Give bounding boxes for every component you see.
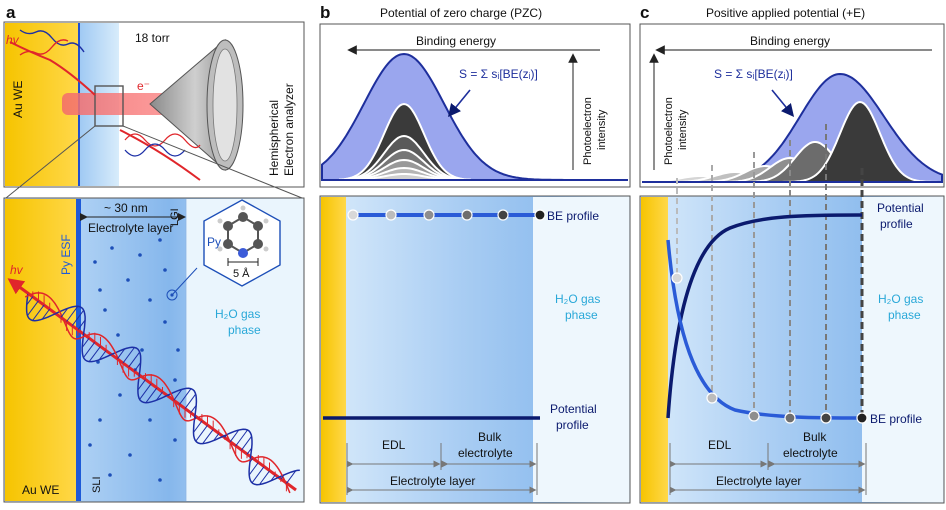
molecule-dot xyxy=(140,348,144,352)
molecule-dot xyxy=(163,268,167,272)
bulk-label-c-2: electrolyte xyxy=(783,446,838,460)
edl-label-b: EDL xyxy=(382,438,406,452)
molecule-dot xyxy=(148,418,152,422)
wave-tick-blue xyxy=(139,375,140,376)
gas-label-a-1: H₂O gas xyxy=(215,307,260,321)
panel-b-letter: b xyxy=(320,3,330,22)
panel-b-profile: BE profile H₂O gas phase Potential profi… xyxy=(320,196,630,503)
be-point-b xyxy=(424,210,434,220)
be-point-b xyxy=(462,210,472,220)
molecule-dot xyxy=(88,443,92,447)
py-esf-label: Py ESF xyxy=(59,234,73,275)
molecule-dot xyxy=(163,320,167,324)
gas-label-b-1: H₂O gas xyxy=(555,292,600,306)
scale-label: 5 Å xyxy=(233,267,250,280)
edl-label-c: EDL xyxy=(708,438,732,452)
analyzer-label-1: Hemispherical xyxy=(267,100,281,176)
potential-label-b-2: profile xyxy=(556,418,589,432)
gas-label-a-2: phase xyxy=(228,323,261,337)
be-profile-label-b: BE profile xyxy=(547,209,599,223)
gas-label-c-1: H₂O gas xyxy=(878,292,923,306)
panel-a-bottom: ~ 30 nm Electrolyte layer LGI Py ESF SLI… xyxy=(4,198,304,502)
molecule-dot xyxy=(118,393,122,397)
formula-b: S = Σ sᵢ[BE(zᵢ)] xyxy=(459,67,538,81)
panel-c-spectrum: Binding energy Photoelectron intensity S… xyxy=(640,24,944,187)
molecule-dot xyxy=(93,260,97,264)
be-point-b xyxy=(348,210,358,220)
molecule-dot xyxy=(108,473,112,477)
gold-electrode-c xyxy=(641,197,668,502)
bulk-label-b-2: electrolyte xyxy=(458,446,513,460)
binding-energy-label-c: Binding energy xyxy=(750,34,830,48)
pressure-label: 18 torr xyxy=(135,31,170,45)
gas-label-b-2: phase xyxy=(565,308,598,322)
potential-label-b-1: Potential xyxy=(550,402,597,416)
be-profile-label-c: BE profile xyxy=(870,412,922,426)
electrolyte-layer-label-c: Electrolyte layer xyxy=(716,474,801,488)
bulk-label-b-1: Bulk xyxy=(478,430,502,444)
hv-label-top: hv xyxy=(6,33,20,47)
molecule-dot xyxy=(103,308,107,312)
electron-label: e⁻ xyxy=(137,79,150,93)
sli-label: SLI xyxy=(91,476,103,493)
panel-a-top: hv Au WE 18 torr e⁻ Hemispherical Electr… xyxy=(4,22,304,187)
molecule-dot xyxy=(126,278,130,282)
hv-label-bottom: hv xyxy=(10,263,24,277)
intensity-label-c-1: Photoelectron xyxy=(663,97,675,165)
electrolyte-layer-label-a: Electrolyte layer xyxy=(88,221,173,235)
molecule-dot xyxy=(138,253,142,257)
molecule-dot xyxy=(158,238,162,242)
be-point-c xyxy=(821,413,831,423)
be-point-b xyxy=(535,210,545,220)
electrode-label-bottom: Au WE xyxy=(22,483,59,497)
panel-b-spectrum: Binding energy Photoelectron intensity S… xyxy=(320,24,630,187)
potential-label-c-1: Potential xyxy=(877,201,924,215)
py-esf-layer xyxy=(76,199,81,501)
molecule-dot xyxy=(98,418,102,422)
binding-energy-label-b: Binding energy xyxy=(416,34,496,48)
be-point-c xyxy=(672,273,682,283)
molecule-dot xyxy=(158,478,162,482)
bulk-label-c-1: Bulk xyxy=(803,430,827,444)
formula-c: S = Σ sᵢ[BE(zᵢ)] xyxy=(714,67,793,81)
molecule-dot xyxy=(176,348,180,352)
analyzer-label-2: Electron analyzer xyxy=(282,83,296,176)
thickness-label: ~ 30 nm xyxy=(104,201,148,215)
be-point-b xyxy=(498,210,508,220)
molecule-dot xyxy=(173,438,177,442)
be-point-c xyxy=(857,413,867,423)
molecule-dot xyxy=(98,288,102,292)
be-point-c xyxy=(707,393,717,403)
potential-label-c-2: profile xyxy=(880,217,913,231)
electrolyte-layer-label-b: Electrolyte layer xyxy=(390,474,475,488)
gold-electrode-b xyxy=(321,197,346,502)
molecule-dot xyxy=(116,333,120,337)
panel-c-title: Positive applied potential (+E) xyxy=(706,6,865,20)
intensity-label-b-2: intensity xyxy=(596,109,608,150)
panel-a-letter: a xyxy=(6,3,16,22)
be-point-c xyxy=(785,413,795,423)
panel-b-title: Potential of zero charge (PZC) xyxy=(380,6,542,20)
be-point-c xyxy=(749,411,759,421)
molecule-dot xyxy=(173,378,177,382)
molecule-dot xyxy=(110,246,114,250)
panel-c-letter: c xyxy=(640,3,649,22)
molecule-label: Py xyxy=(207,235,221,249)
gas-label-c-2: phase xyxy=(888,308,921,322)
intensity-label-b-1: Photoelectron xyxy=(582,97,594,165)
molecule-dot xyxy=(148,298,152,302)
wave-tick-blue xyxy=(55,313,56,314)
intensity-label-c-2: intensity xyxy=(677,109,689,150)
electrode-label-top: Au WE xyxy=(11,81,25,118)
lgi-label: LGI xyxy=(169,208,181,226)
be-point-b xyxy=(386,210,396,220)
molecule-dot xyxy=(128,453,132,457)
